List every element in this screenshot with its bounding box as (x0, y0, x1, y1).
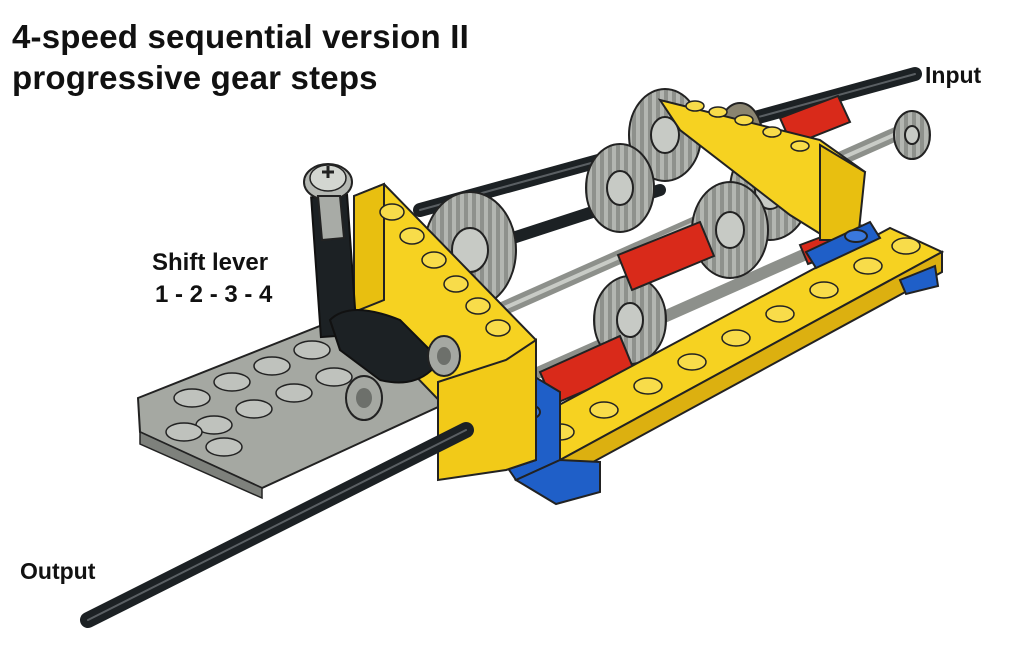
input-label: Input (925, 62, 982, 88)
shift-lever (303, 163, 461, 421)
shift-positions-label: 1 - 2 - 3 - 4 (155, 281, 273, 308)
output-label: Output (20, 558, 96, 584)
diagram-title-line1: 4-speed sequential version II (12, 18, 469, 55)
output-axle (80, 422, 474, 628)
yellow-technic-beam-left (353, 182, 537, 482)
shift-lever-label: Shift lever (152, 249, 269, 276)
diagram-title-line2: progressive gear steps (12, 59, 378, 96)
yellow-frame-back (657, 98, 867, 242)
